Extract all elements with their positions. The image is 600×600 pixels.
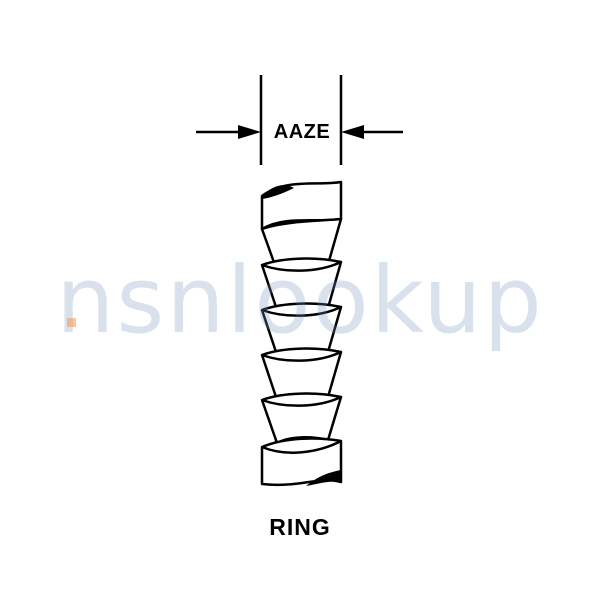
part-name-label: RING bbox=[269, 514, 331, 540]
ring-segment-4 bbox=[260, 347, 343, 402]
ring-bottom-cap bbox=[260, 437, 343, 487]
watermark-dot-icon bbox=[67, 318, 76, 327]
dimension-arrow-right bbox=[341, 125, 364, 139]
dimension-arrow-left bbox=[238, 125, 261, 139]
dimension-label: AAZE bbox=[273, 121, 331, 143]
ring-segment-2 bbox=[260, 257, 343, 312]
ring-segment-5 bbox=[260, 392, 343, 445]
ring-segment-3 bbox=[260, 302, 343, 357]
